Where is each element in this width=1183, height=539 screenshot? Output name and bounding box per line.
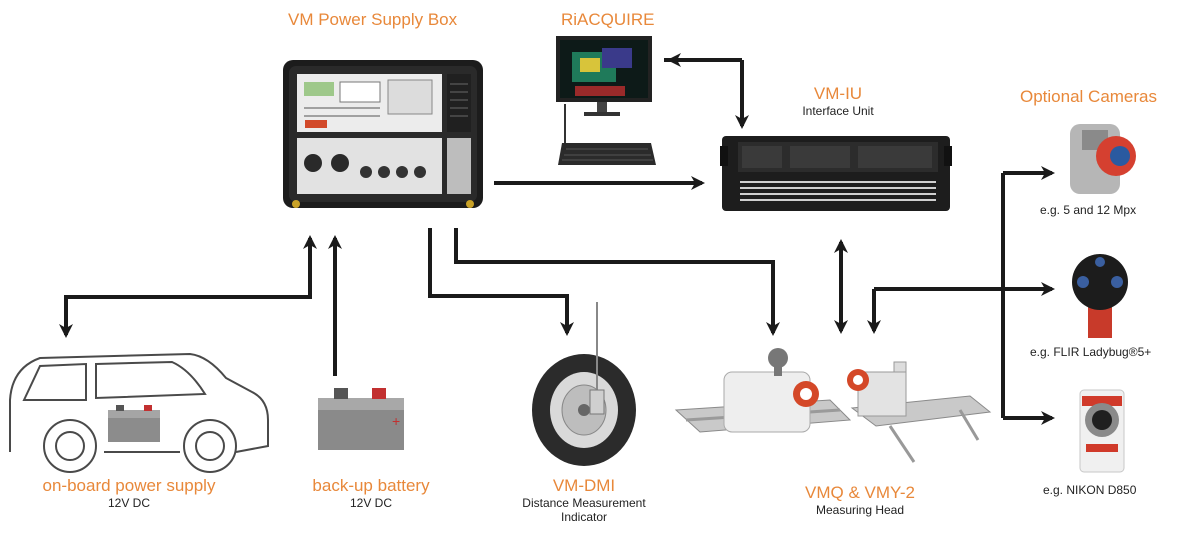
vmiu-title: VM-IU	[813, 84, 863, 103]
arrow-power-head	[454, 228, 780, 336]
arrow-power-car	[59, 240, 312, 338]
vmiu-label: VM-IU Interface Unit	[798, 84, 878, 118]
svg-text:+: +	[392, 413, 400, 429]
ladybug-camera-icon	[1072, 254, 1128, 338]
camera-caption-2: e.g. FLIR Ladybug®5+	[1030, 345, 1152, 359]
measuring-head-icon	[674, 348, 992, 463]
camera-caption-1: e.g. 5 and 12 Mpx	[1040, 203, 1137, 217]
onboard-title: on-board power supply	[42, 476, 216, 495]
riacquire-title: RiACQUIRE	[561, 10, 655, 29]
battery-in-car-icon	[108, 405, 160, 442]
cameras-title: Optional Cameras	[1020, 87, 1158, 106]
camera-icon	[1070, 124, 1136, 194]
power-box-icon	[283, 60, 483, 208]
power-box-title: VM Power Supply Box	[288, 10, 458, 29]
nikon-camera-icon	[1079, 389, 1125, 473]
battery-title: back-up battery	[312, 476, 430, 495]
vmiu-subtitle: Interface Unit	[802, 104, 874, 118]
onboard-label: on-board power supply 12V DC	[23, 476, 235, 510]
dmi-label: VM-DMI Distance Measurement Indicator	[504, 476, 664, 524]
car-icon	[9, 352, 269, 473]
head-title: VMQ & VMY-2	[805, 483, 915, 502]
dmi-title: VM-DMI	[552, 476, 616, 495]
battery-label: back-up battery 12V DC	[300, 476, 442, 510]
head-subtitle: Measuring Head	[815, 503, 905, 517]
camera-caption-3: e.g. NIKON D850	[1043, 483, 1137, 497]
head-label: VMQ & VMY-2 Measuring Head	[790, 483, 930, 517]
arrow-power-dmi	[428, 228, 574, 336]
keyboard-icon	[558, 104, 656, 165]
interface-unit-icon	[720, 136, 952, 211]
monitor-icon	[556, 36, 652, 116]
wheel-icon	[532, 302, 636, 466]
onboard-subtitle: 12V DC	[107, 496, 151, 510]
battery-icon: +	[318, 388, 404, 450]
connections	[59, 53, 1055, 425]
dmi-subtitle-2: Indicator	[560, 510, 608, 524]
dmi-subtitle-1: Distance Measurement	[522, 496, 646, 510]
battery-subtitle: 12V DC	[349, 496, 393, 510]
